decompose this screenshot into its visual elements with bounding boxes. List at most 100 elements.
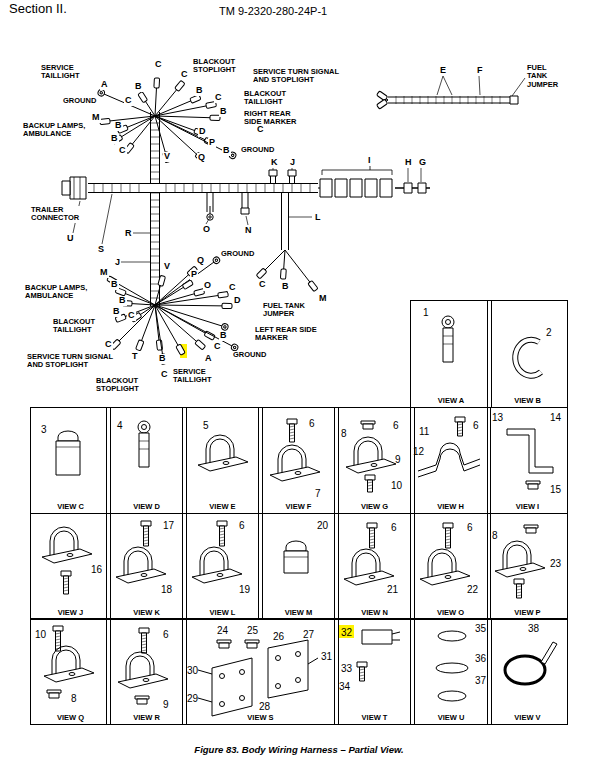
callout-number: 18	[161, 584, 172, 595]
connector-body	[218, 291, 229, 298]
view-label: VIEW E	[183, 503, 262, 511]
line-art	[150, 277, 160, 278]
line-art	[517, 589, 522, 590]
wire-connector	[377, 99, 388, 109]
harness-loom	[290, 176, 294, 183]
line-art	[412, 96, 413, 104]
line-art	[247, 643, 257, 648]
line-art	[510, 96, 518, 104]
wire-connector	[280, 269, 286, 279]
connector-body	[163, 152, 171, 163]
line-art	[62, 181, 70, 195]
line-art	[443, 344, 453, 345]
line-art	[368, 482, 373, 483]
harness-label: C	[127, 311, 136, 321]
view-label: VIEW J	[31, 609, 110, 617]
line-art	[155, 262, 214, 305]
callout-number: 10	[391, 480, 402, 491]
connector-body	[176, 344, 185, 355]
line-art	[247, 183, 248, 193]
wire-connector	[182, 280, 193, 290]
callout-number: 9	[163, 699, 169, 710]
line-art	[418, 183, 426, 193]
line-art	[240, 696, 245, 701]
wire-connector	[222, 303, 232, 308]
line-art	[360, 672, 365, 673]
callout-number: 10	[35, 629, 46, 640]
view-panel: 86910VIEW G	[334, 407, 415, 514]
harness-label: P	[208, 138, 216, 148]
figure-caption: Figure 83. Body Wiring Harness – Partial…	[0, 744, 598, 755]
harness-label: C	[214, 93, 223, 103]
harness-label: B	[118, 296, 127, 306]
view-panel: 67VIEW F	[258, 407, 339, 514]
view-panel: 16VIEW J	[30, 513, 111, 620]
callout-number: 6	[239, 520, 245, 531]
line-art	[64, 576, 69, 594]
line-art	[246, 216, 248, 225]
page-header: TM 9-2320-280-24P-1	[218, 5, 328, 17]
ring-terminal	[209, 216, 211, 218]
line-art	[144, 540, 149, 541]
line-art	[229, 183, 230, 193]
view-panel: 11612VIEW H	[410, 407, 491, 514]
connector-body	[280, 269, 286, 279]
harness-label: Q	[196, 256, 205, 266]
line-art	[515, 340, 541, 376]
line-art	[296, 678, 301, 683]
harness-label: O	[202, 225, 211, 235]
line-art	[388, 97, 510, 104]
line-art	[286, 541, 306, 551]
line-art	[270, 467, 320, 481]
view-label: VIEW V	[488, 714, 567, 722]
callout-number: 6	[473, 420, 479, 431]
callout-number: 34	[339, 681, 350, 692]
line-art	[288, 170, 296, 176]
line-art	[56, 645, 61, 646]
callout-number: 7	[315, 488, 321, 499]
view-label: VIEW L	[183, 609, 262, 617]
connector-body	[190, 95, 201, 104]
part-illustration	[44, 626, 94, 698]
line-art	[421, 167, 422, 182]
wire-connector	[163, 152, 171, 163]
line-art	[396, 96, 397, 104]
ring-terminal	[223, 325, 226, 328]
callout-number: 12	[413, 446, 424, 457]
harness-label: RIGHT REAR SIDE MARKER	[243, 110, 307, 127]
line-art	[281, 193, 289, 250]
harness-label: R	[124, 229, 133, 239]
line-art	[193, 183, 194, 193]
line-art	[276, 684, 281, 689]
line-art	[360, 669, 365, 670]
line-art	[517, 586, 522, 587]
line-art	[137, 699, 147, 704]
connector-body	[136, 340, 144, 351]
line-art	[541, 642, 557, 664]
line-art	[446, 545, 451, 546]
line-art	[142, 633, 147, 653]
line-art	[287, 419, 297, 424]
line-art	[150, 228, 160, 229]
harness-label: L	[314, 213, 322, 223]
part-illustration	[198, 640, 318, 716]
line-art	[61, 571, 71, 576]
callout-number: 33	[341, 663, 352, 674]
line-art	[220, 674, 225, 679]
line-art	[520, 568, 526, 571]
harness-label: B	[195, 86, 204, 96]
connector-body	[308, 281, 318, 292]
view-panel: 108VIEW Q	[30, 618, 111, 725]
line-art	[290, 429, 295, 430]
harness-label: BLACKOUT TAILLIGHT	[52, 318, 110, 335]
line-art	[514, 579, 524, 584]
line-art	[198, 670, 212, 674]
view-panel: 20VIEW M	[258, 513, 339, 620]
connector-body	[377, 99, 388, 109]
harness-label: G	[418, 158, 427, 168]
wire-connector	[256, 268, 267, 279]
line-art	[420, 96, 421, 104]
harness-label: A	[100, 80, 109, 90]
callout-number: 6	[391, 522, 397, 533]
line-art	[150, 200, 160, 201]
